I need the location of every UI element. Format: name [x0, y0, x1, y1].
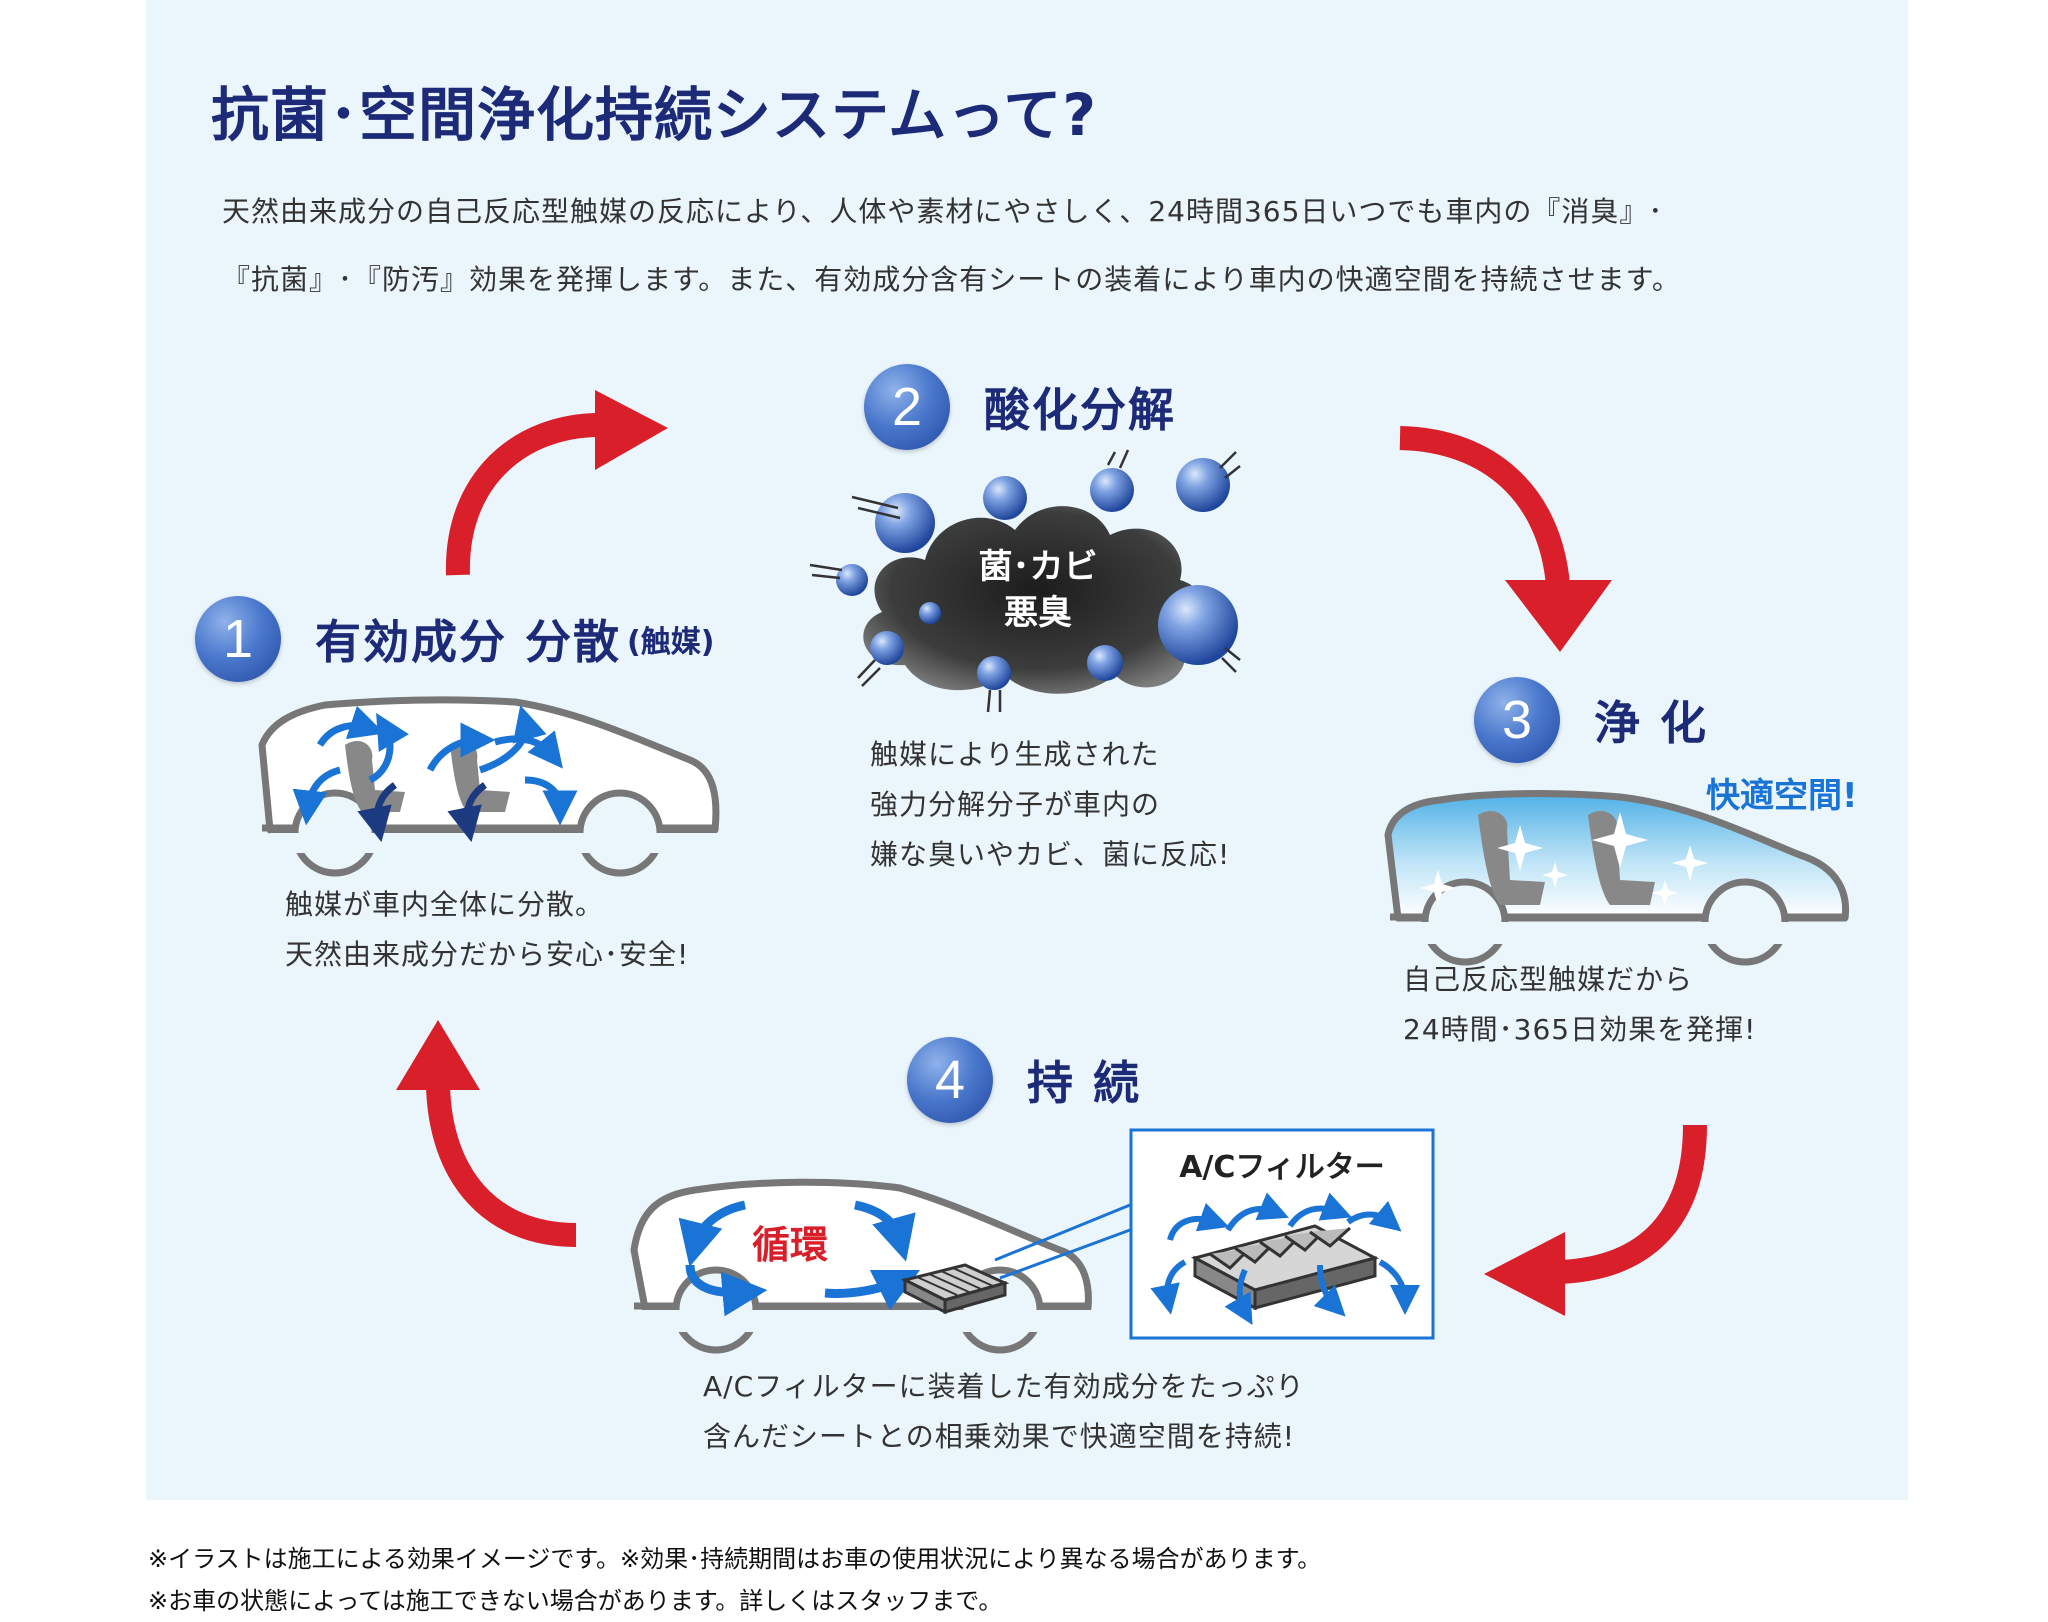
comfort-space-badge: 快適空間! — [1706, 776, 1858, 816]
step-1-desc-line: 触媒が車内全体に分散。 — [285, 888, 605, 921]
step-1-header: 1 有効成分 分散 (触媒) — [195, 596, 714, 682]
step-2-header: 2 酸化分解 — [864, 364, 1176, 450]
decomposition-molecules — [809, 449, 1241, 713]
intro-text: 天然由来成分の自己反応型触媒の反応により、人体や素材にやさしく、24時間365日… — [222, 178, 1681, 314]
step-3-header: 3 浄 化 — [1474, 677, 1708, 763]
step-3-number: 3 — [1474, 677, 1560, 763]
step-4-label: 持 続 — [1027, 1056, 1142, 1110]
step-2-description: 触媒により生成された 強力分解分子が車内の 嫌な臭いやカビ、菌に反応! — [870, 730, 1230, 880]
ac-filter-callout: A/Cフィルター — [1129, 1128, 1435, 1340]
cycle-arrow-2-to-3 — [1399, 426, 1612, 652]
step-1-sublabel: (触媒) — [627, 625, 715, 660]
step-4-number: 4 — [907, 1037, 993, 1123]
step-1-description: 触媒が車内全体に分散。 天然由来成分だから安心･安全! — [285, 880, 689, 980]
step-4-desc-line: A/Cフィルターに装着した有効成分をたっぷり — [703, 1370, 1305, 1403]
bacteria-cloud: 菌･カビ 悪臭 — [863, 506, 1209, 694]
step-3-desc-line: 自己反応型触媒だから — [1403, 963, 1694, 996]
footnotes: ※イラストは施工による効果イメージです。※効果･持続期間はお車の使用状況により異… — [148, 1538, 1321, 1622]
footnote-line-1: ※イラストは施工による効果イメージです。※効果･持続期間はお車の使用状況により異… — [148, 1545, 1322, 1573]
cycle-arrow-1-to-2 — [445, 390, 668, 576]
circulation-label: 循環 — [752, 1223, 828, 1267]
step-1-desc-line: 天然由来成分だから安心･安全! — [285, 938, 690, 971]
cloud-text-line-1: 菌･カビ — [979, 547, 1098, 587]
step-4-header: 4 持 続 — [907, 1037, 1141, 1123]
car-illustration-step4 — [630, 1178, 1131, 1354]
intro-line-2: 『抗菌』･『防汚』効果を発揮します。また、有効成分含有シートの装着により車内の快… — [222, 263, 1681, 296]
step-2-desc-line: 強力分解分子が車内の — [870, 788, 1161, 821]
step-4-description: A/Cフィルターに装着した有効成分をたっぷり 含んだシートとの相乗効果で快適空間… — [703, 1362, 1305, 1462]
footnote-line-2: ※お車の状態によっては施工できない場合があります。詳しくはスタッフまで。 — [148, 1587, 1003, 1615]
step-2-number: 2 — [864, 364, 950, 450]
step-1-number: 1 — [195, 596, 281, 682]
step-3-desc-line: 24時間･365日効果を発揮! — [1403, 1013, 1757, 1046]
step-2-label: 酸化分解 — [984, 383, 1176, 437]
intro-line-1: 天然由来成分の自己反応型触媒の反応により、人体や素材にやさしく、24時間365日… — [222, 195, 1664, 228]
car-illustration-step1 — [258, 696, 730, 877]
step-2-desc-line: 嫌な臭いやカビ、菌に反応! — [870, 838, 1231, 871]
step-4-desc-line: 含んだシートとの相乗効果で快適空間を持続! — [703, 1420, 1295, 1453]
step-3-description: 自己反応型触媒だから 24時間･365日効果を発揮! — [1403, 955, 1756, 1055]
ac-filter-label: A/Cフィルター — [1179, 1150, 1385, 1185]
page-title: 抗菌･空間浄化持続システムって? — [211, 81, 1098, 149]
cycle-arrow-3-to-4 — [1484, 1124, 1707, 1316]
cycle-arrow-4-to-1 — [396, 1020, 577, 1247]
car-illustration-step3 — [1384, 790, 1855, 966]
step-1-label: 有効成分 分散 — [315, 615, 622, 669]
cloud-text-line-2: 悪臭 — [1004, 593, 1072, 633]
step-2-desc-line: 触媒により生成された — [870, 738, 1160, 771]
step-3-label: 浄 化 — [1594, 696, 1709, 750]
